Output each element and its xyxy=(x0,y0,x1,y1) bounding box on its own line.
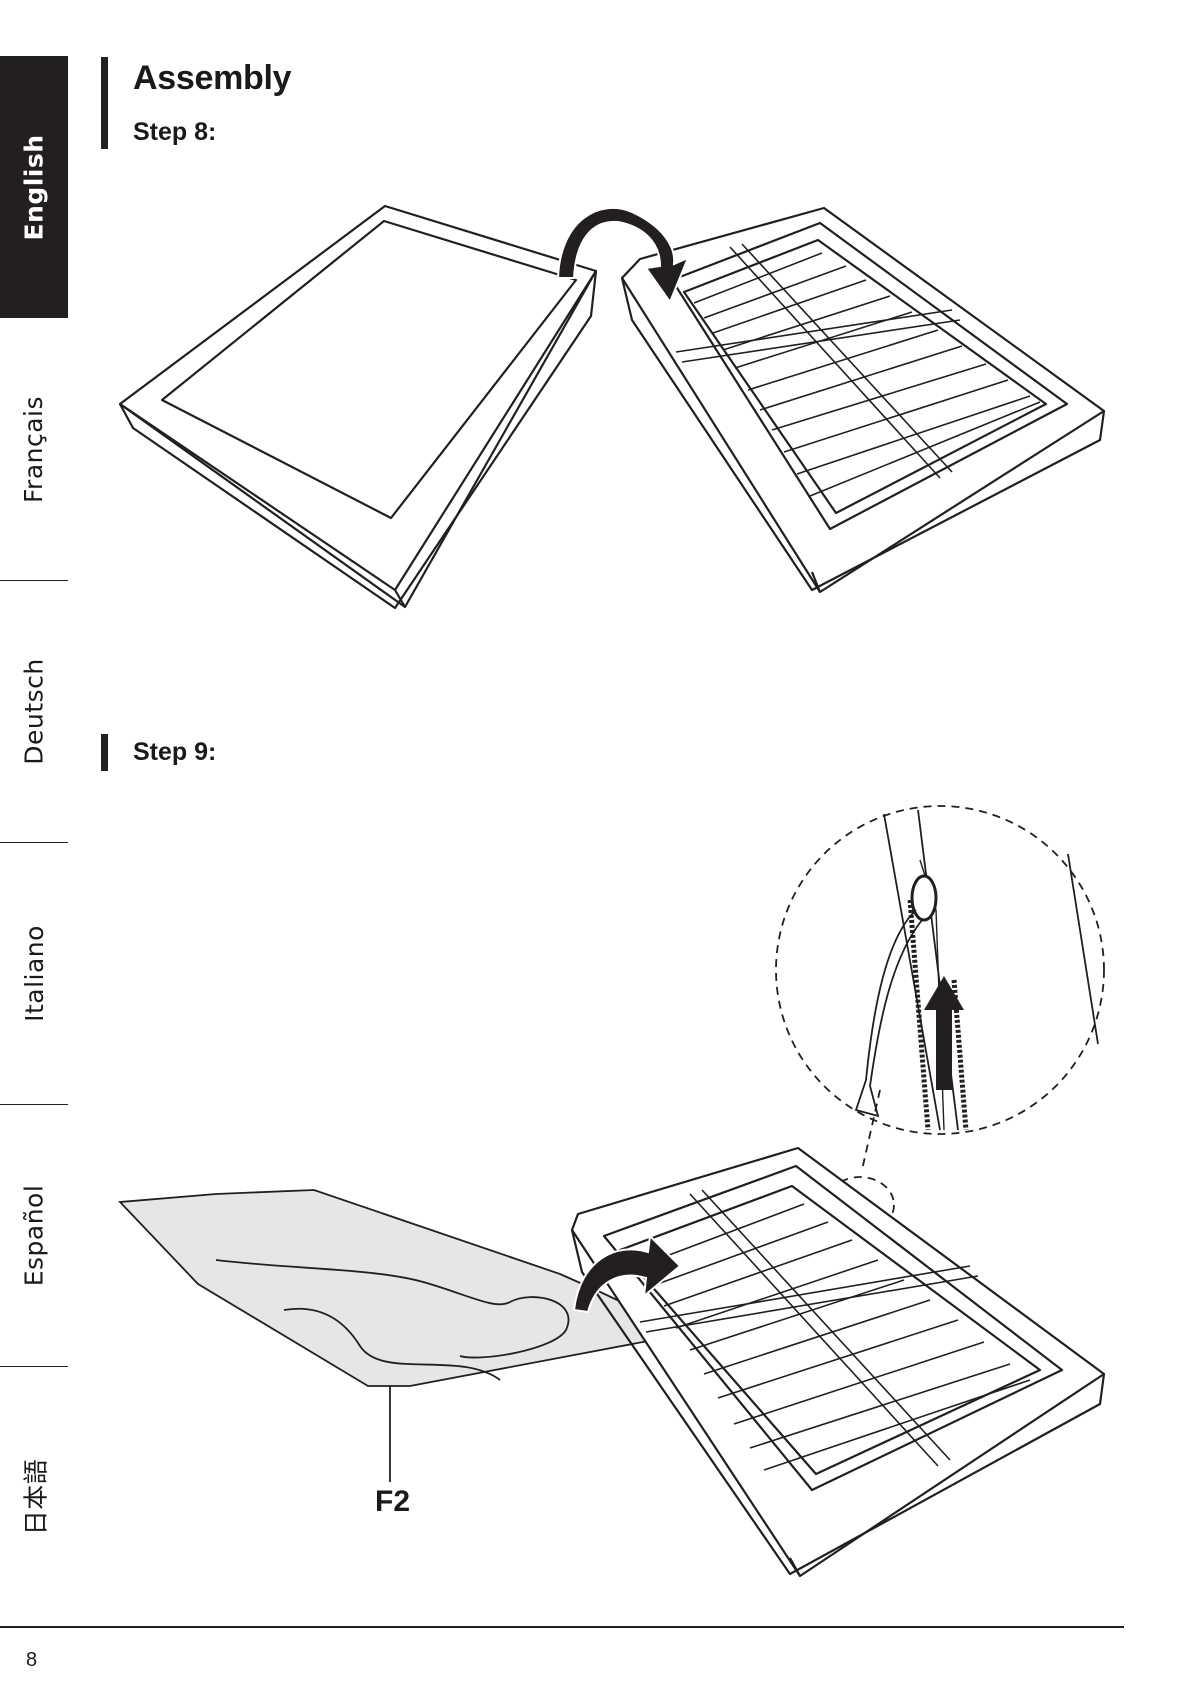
step-9-label: Step 9: xyxy=(133,736,216,768)
step-8-illustration xyxy=(0,0,1192,640)
zipper-pull-icon xyxy=(912,876,936,920)
frame-outer-rim xyxy=(572,1148,1104,1576)
tab-deutsch-label: Deutsch xyxy=(20,658,49,764)
step-9-marker xyxy=(101,734,108,771)
step-9-illustration xyxy=(0,790,1192,1590)
frame-top-surface xyxy=(120,206,596,607)
page-number: 8 xyxy=(26,1648,37,1672)
footer-rule xyxy=(0,1626,1124,1628)
frame-outer-rim xyxy=(622,208,1104,592)
part-label-f2: F2 xyxy=(375,1484,410,1520)
